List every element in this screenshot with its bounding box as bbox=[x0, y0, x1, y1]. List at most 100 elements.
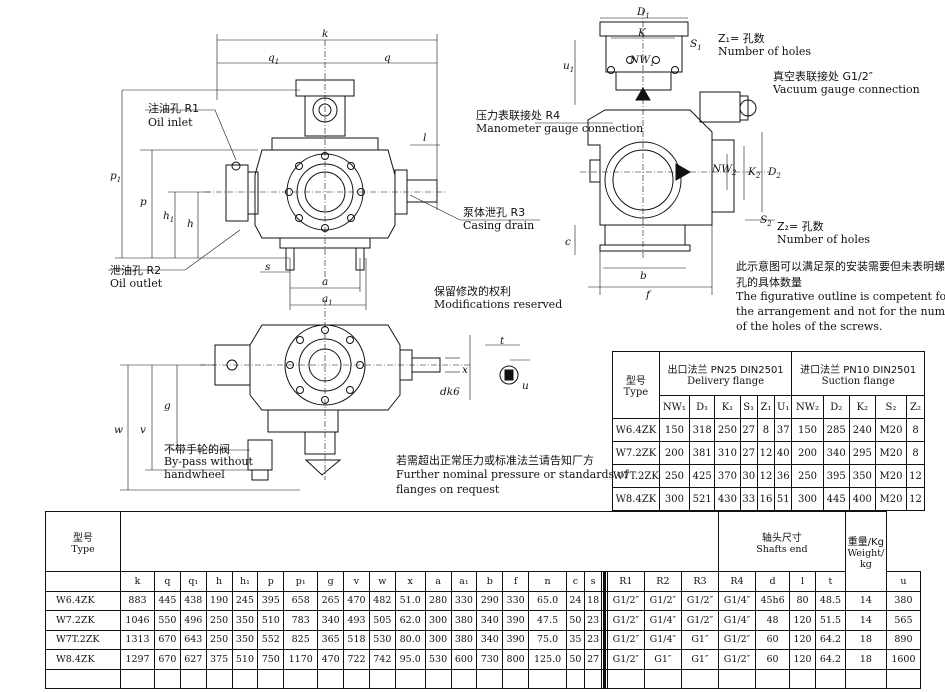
flange-value-cell: 27 bbox=[739, 441, 758, 465]
flange-value-cell: 27 bbox=[739, 418, 758, 442]
main-value-cell: 45h6 bbox=[755, 590, 791, 611]
flange-value-cell: 12 bbox=[756, 441, 776, 465]
flange-col-header: Z₂ bbox=[906, 395, 925, 419]
main-value-cell: 600 bbox=[450, 649, 478, 670]
r2-label-cn: 泄油孔 R2 bbox=[110, 264, 162, 277]
dim-p: p bbox=[140, 196, 147, 208]
main-col-header: R4 bbox=[717, 571, 757, 592]
flange-value-cell: 340 bbox=[822, 441, 850, 465]
main-value-cell: 530 bbox=[424, 649, 452, 670]
main-empty-cell bbox=[885, 668, 922, 689]
main-col-header: p₁ bbox=[283, 571, 319, 592]
flange-value-cell: 250 bbox=[658, 464, 691, 488]
flange-value-cell: 12 bbox=[906, 487, 925, 511]
main-value-cell: 1046 bbox=[120, 610, 155, 631]
vac-label-en: Vacuum gauge connection bbox=[773, 83, 920, 96]
main-col-header: q₁ bbox=[179, 571, 207, 592]
main-value-cell: 190 bbox=[205, 590, 233, 611]
flange-value-cell: 300 bbox=[658, 487, 691, 511]
dim-nw1: NW1 bbox=[630, 54, 655, 69]
main-empty-cell bbox=[120, 668, 155, 689]
main-value-cell: 48.5 bbox=[814, 590, 846, 611]
main-empty-cell bbox=[179, 668, 207, 689]
flange-type-cell: W8.4ZK bbox=[612, 487, 660, 511]
main-value-cell: 340 bbox=[476, 610, 504, 631]
main-value-cell: 330 bbox=[502, 590, 530, 611]
bypass-label-cn: 不带手轮的阀 bbox=[164, 443, 230, 456]
flange-value-cell: 381 bbox=[689, 441, 716, 465]
suction-flange-header: 进口法兰 PN10 DIN2501 Suction flange bbox=[791, 351, 925, 396]
main-empty-cell bbox=[317, 668, 345, 689]
dim-dk6: dk6 bbox=[440, 386, 460, 398]
main-value-cell: 330 bbox=[450, 590, 478, 611]
flange-value-cell: 37 bbox=[774, 418, 793, 442]
main-value-cell: 505 bbox=[368, 610, 396, 631]
flange-col-header: S₁ bbox=[739, 395, 758, 419]
main-value-cell: 800 bbox=[502, 649, 530, 670]
flange-type-cell: W7T.2ZK bbox=[612, 464, 660, 488]
main-empty-cell bbox=[844, 668, 887, 689]
main-value-cell: 14 bbox=[844, 590, 887, 611]
main-value-cell: 493 bbox=[343, 610, 370, 631]
main-empty-cell bbox=[566, 668, 585, 689]
flange-value-cell: 8 bbox=[906, 441, 925, 465]
r4-label-cn: 压力表联接处 R4 bbox=[476, 109, 561, 122]
z2-label-cn: Z₂= 孔数 bbox=[777, 220, 824, 233]
dim-a: a bbox=[322, 276, 329, 288]
flange-value-cell: 240 bbox=[848, 418, 876, 442]
flange-column-headers: NW₁ D₁ K₁ S₁ Z₁ U₁ NW₂ D₂ K₂ S₂ Z₂ bbox=[613, 395, 925, 419]
main-value-cell: 565 bbox=[885, 610, 922, 631]
figurative-note-en-2: the arrangement and not for the number bbox=[736, 305, 945, 318]
figurative-note-en-1: The figurative outline is competent for bbox=[736, 290, 945, 303]
main-value-cell: 510 bbox=[257, 610, 285, 631]
main-empty-cell bbox=[643, 668, 682, 689]
main-col-header: b bbox=[476, 571, 504, 592]
main-col-header: h bbox=[205, 571, 233, 592]
r1-label-en: Oil inlet bbox=[148, 116, 193, 129]
flange-type-header: 型号 Type bbox=[612, 351, 660, 419]
main-value-cell: 23 bbox=[583, 610, 603, 631]
flange-value-cell: M20 bbox=[874, 464, 908, 488]
main-type-cell: W7.2ZK bbox=[45, 610, 121, 631]
main-value-cell: 245 bbox=[231, 590, 259, 611]
main-col-header: c bbox=[566, 571, 585, 592]
main-value-cell: 300 bbox=[424, 629, 452, 650]
main-value-cell: 670 bbox=[154, 649, 181, 670]
main-value-cell: 47.5 bbox=[528, 610, 568, 631]
main-col-header: f bbox=[502, 571, 530, 592]
z1-label-en: Number of holes bbox=[718, 45, 812, 58]
main-col-header: R2 bbox=[643, 571, 682, 592]
dim-s2: S2 bbox=[760, 214, 772, 229]
flange-value-cell: 51 bbox=[774, 487, 793, 511]
flange-value-cell: 8 bbox=[756, 418, 776, 442]
main-col-header: x bbox=[394, 571, 426, 592]
top-view-pump bbox=[120, 300, 530, 491]
flange-value-cell: 36 bbox=[774, 464, 793, 488]
main-empty-cell bbox=[680, 668, 719, 689]
shafts-end-header: 轴头尺寸 Shafts end bbox=[717, 511, 846, 572]
main-value-cell: G1/2″ bbox=[606, 629, 645, 650]
flange-value-cell: 430 bbox=[714, 487, 741, 511]
main-value-cell: 627 bbox=[179, 649, 207, 670]
main-value-cell: G1/2″ bbox=[606, 590, 645, 611]
main-empty-cell bbox=[205, 668, 233, 689]
dim-k: k bbox=[322, 28, 329, 40]
main-value-cell: G1″ bbox=[643, 649, 682, 670]
flange-value-cell: 150 bbox=[791, 418, 824, 442]
flange-value-cell: 395 bbox=[822, 464, 850, 488]
main-type-cell: W8.4ZK bbox=[45, 649, 121, 670]
main-empty-cell bbox=[424, 668, 452, 689]
main-empty-cell bbox=[502, 668, 530, 689]
flange-value-cell: M20 bbox=[874, 441, 908, 465]
main-value-cell: 350 bbox=[231, 610, 259, 631]
main-col-header: R3 bbox=[680, 571, 719, 592]
main-value-cell: 65.0 bbox=[528, 590, 568, 611]
flange-value-cell: 521 bbox=[689, 487, 716, 511]
flange-type-cell: W7.2ZK bbox=[612, 441, 660, 465]
main-value-cell: 510 bbox=[231, 649, 259, 670]
main-empty-cell bbox=[343, 668, 370, 689]
